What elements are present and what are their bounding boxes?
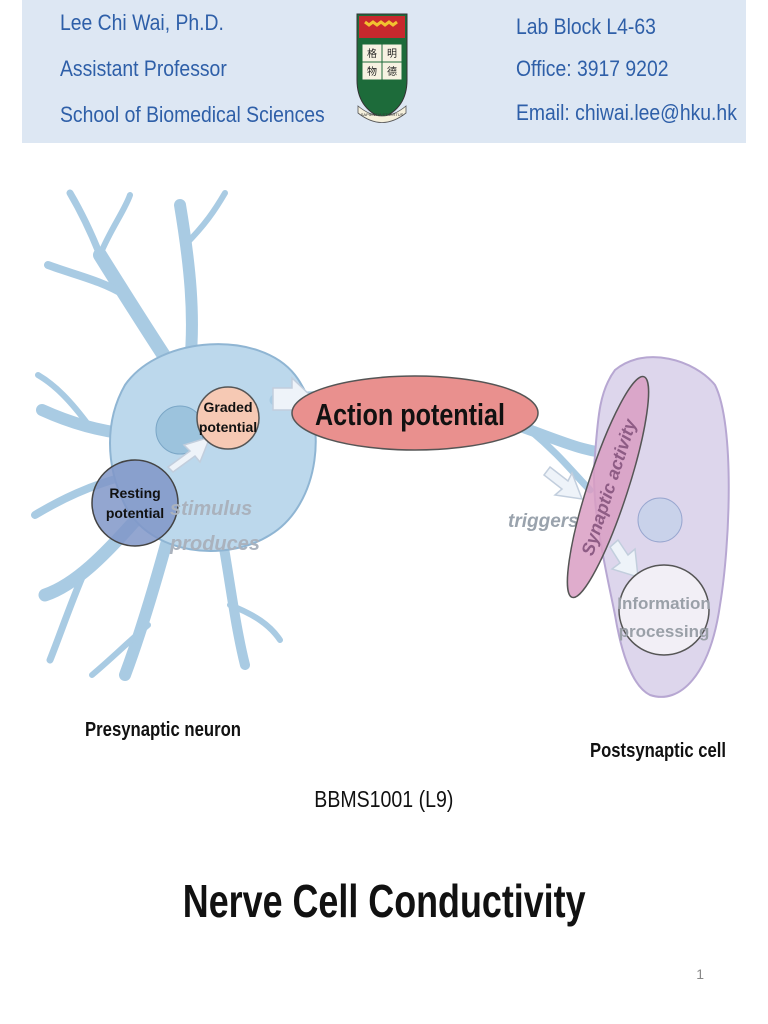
resting-potential-bubble	[91, 459, 179, 547]
lab-location: Lab Block L4-63	[516, 14, 656, 39]
axon-branch	[526, 426, 594, 494]
action-potential-bubble	[291, 375, 539, 451]
crest-glyph: 格	[367, 47, 377, 60]
produces-label: produces	[169, 533, 260, 555]
course-code: BBMS1001 (L9)	[314, 786, 454, 812]
arrow-triggers	[542, 465, 584, 500]
processing-label: processing	[619, 622, 710, 641]
triggers-label: triggers	[508, 511, 579, 532]
lecturer-position: Assistant Professor	[60, 56, 227, 81]
synaptic-activity-bubble	[566, 375, 650, 599]
university-crest-logo: 格 明 物 德 SAPIENTIA ET VIRTUS	[356, 13, 408, 123]
arrow-to-information	[609, 538, 639, 579]
resting-potential-label: potential	[106, 505, 164, 521]
neuron-signalling-diagram: Graded potential Resting potential stimu…	[31, 189, 730, 762]
crest-glyph: 德	[387, 65, 397, 78]
postsynaptic-cell-label: Postsynaptic cell	[590, 740, 726, 762]
stimulus-label: stimulus	[170, 498, 252, 520]
slide-title: Nerve Cell Conductivity	[182, 875, 586, 927]
lecturer-department: School of Biomedical Sciences	[60, 102, 325, 127]
email-address: Email: chiwai.lee@hku.hk	[516, 100, 737, 125]
graded-potential-label: potential	[199, 419, 257, 435]
crest-motto: SAPIENTIA ET VIRTUS	[361, 112, 404, 117]
information-label: Information	[617, 594, 711, 613]
graded-potential-label: Graded	[203, 399, 252, 415]
information-processing-bubble	[618, 564, 710, 656]
arrow-resting-to-graded	[166, 435, 212, 473]
page-number: 1	[696, 966, 704, 982]
presynaptic-neuron-label: Presynaptic neuron	[85, 719, 241, 741]
postsynaptic-nucleus	[637, 497, 683, 543]
resting-potential-label: Resting	[109, 485, 160, 501]
lecturer-name: Lee Chi Wai, Ph.D.	[60, 10, 224, 35]
crest-glyph: 明	[387, 48, 397, 60]
office-phone: Office: 3917 9202	[516, 56, 669, 81]
action-potential-label: Action potential	[315, 397, 505, 432]
crest-glyph: 物	[367, 65, 377, 78]
graded-potential-bubble	[196, 386, 260, 450]
